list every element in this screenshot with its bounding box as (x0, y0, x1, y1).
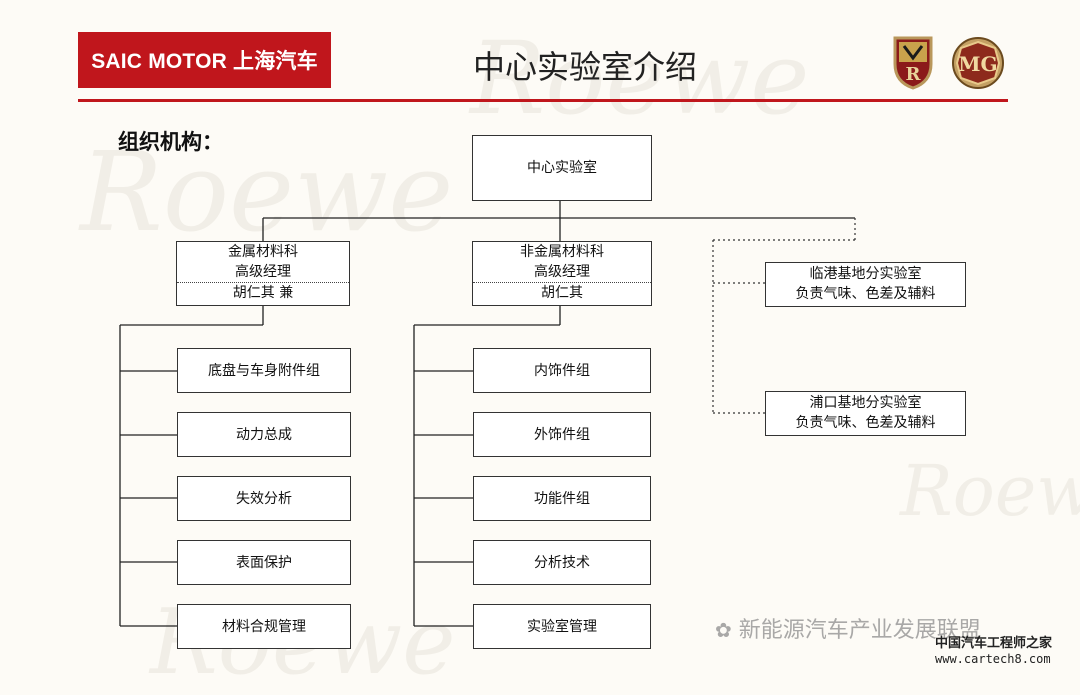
dept-metal-materials: 金属材料科 高级经理 胡仁其 兼 (176, 241, 350, 306)
section-subtitle: 组织机构： (118, 130, 223, 154)
svg-text:R: R (906, 64, 922, 85)
group-interior-parts: 内饰件组 (473, 348, 651, 393)
header-divider (78, 99, 1008, 102)
branch-name: 临港基地分实验室 (809, 266, 922, 282)
page-title: 中心实验室介绍 (472, 48, 697, 86)
dept-nonmetal-materials: 非金属材料科 高级经理 胡仁其 (472, 241, 652, 306)
group-exterior-parts: 外饰件组 (473, 412, 651, 457)
org-chart-connectors (119, 201, 856, 627)
svg-text:MG: MG (958, 52, 997, 76)
mg-badge-icon: MG (952, 37, 1004, 89)
branch-lingang-lab: 临港基地分实验室 负责气味、色差及辅料 (765, 262, 966, 307)
group-powertrain: 动力总成 (177, 412, 351, 457)
org-root-node: 中心实验室 (472, 135, 652, 201)
saic-motor-logo: SAIC MOTOR 上海汽车 (78, 32, 331, 88)
group-analytical-technology: 分析技术 (473, 540, 651, 585)
group-surface-protection: 表面保护 (177, 540, 351, 585)
branch-name: 浦口基地分实验室 (809, 395, 922, 411)
dept-role: 高级经理 (534, 264, 590, 280)
dept-person: 胡仁其 (473, 282, 651, 303)
branch-duty: 负责气味、色差及辅料 (795, 415, 936, 431)
dept-name: 金属材料科 (228, 244, 298, 260)
roewe-badge-icon: R (893, 36, 933, 90)
dept-role: 高级经理 (235, 264, 291, 280)
dept-person: 胡仁其 兼 (177, 282, 349, 303)
site-url: www.cartech8.com (935, 652, 1051, 666)
wechat-account-name: 新能源汽车产业发展联盟 (738, 618, 981, 643)
branch-pukou-lab: 浦口基地分实验室 负责气味、色差及辅料 (765, 391, 966, 436)
group-material-compliance: 材料合规管理 (177, 604, 351, 649)
group-functional-parts: 功能件组 (473, 476, 651, 521)
wechat-icon: ✿ (715, 618, 732, 642)
group-failure-analysis: 失效分析 (177, 476, 351, 521)
group-chassis-body-accessories: 底盘与车身附件组 (177, 348, 351, 393)
site-brand-name: 中国汽车工程师之家 (935, 636, 1053, 651)
wechat-watermark: ✿ 新能源汽车产业发展联盟 (715, 612, 981, 644)
dept-name: 非金属材料科 (520, 244, 604, 260)
branch-duty: 负责气味、色差及辅料 (795, 286, 936, 302)
group-lab-management: 实验室管理 (473, 604, 651, 649)
